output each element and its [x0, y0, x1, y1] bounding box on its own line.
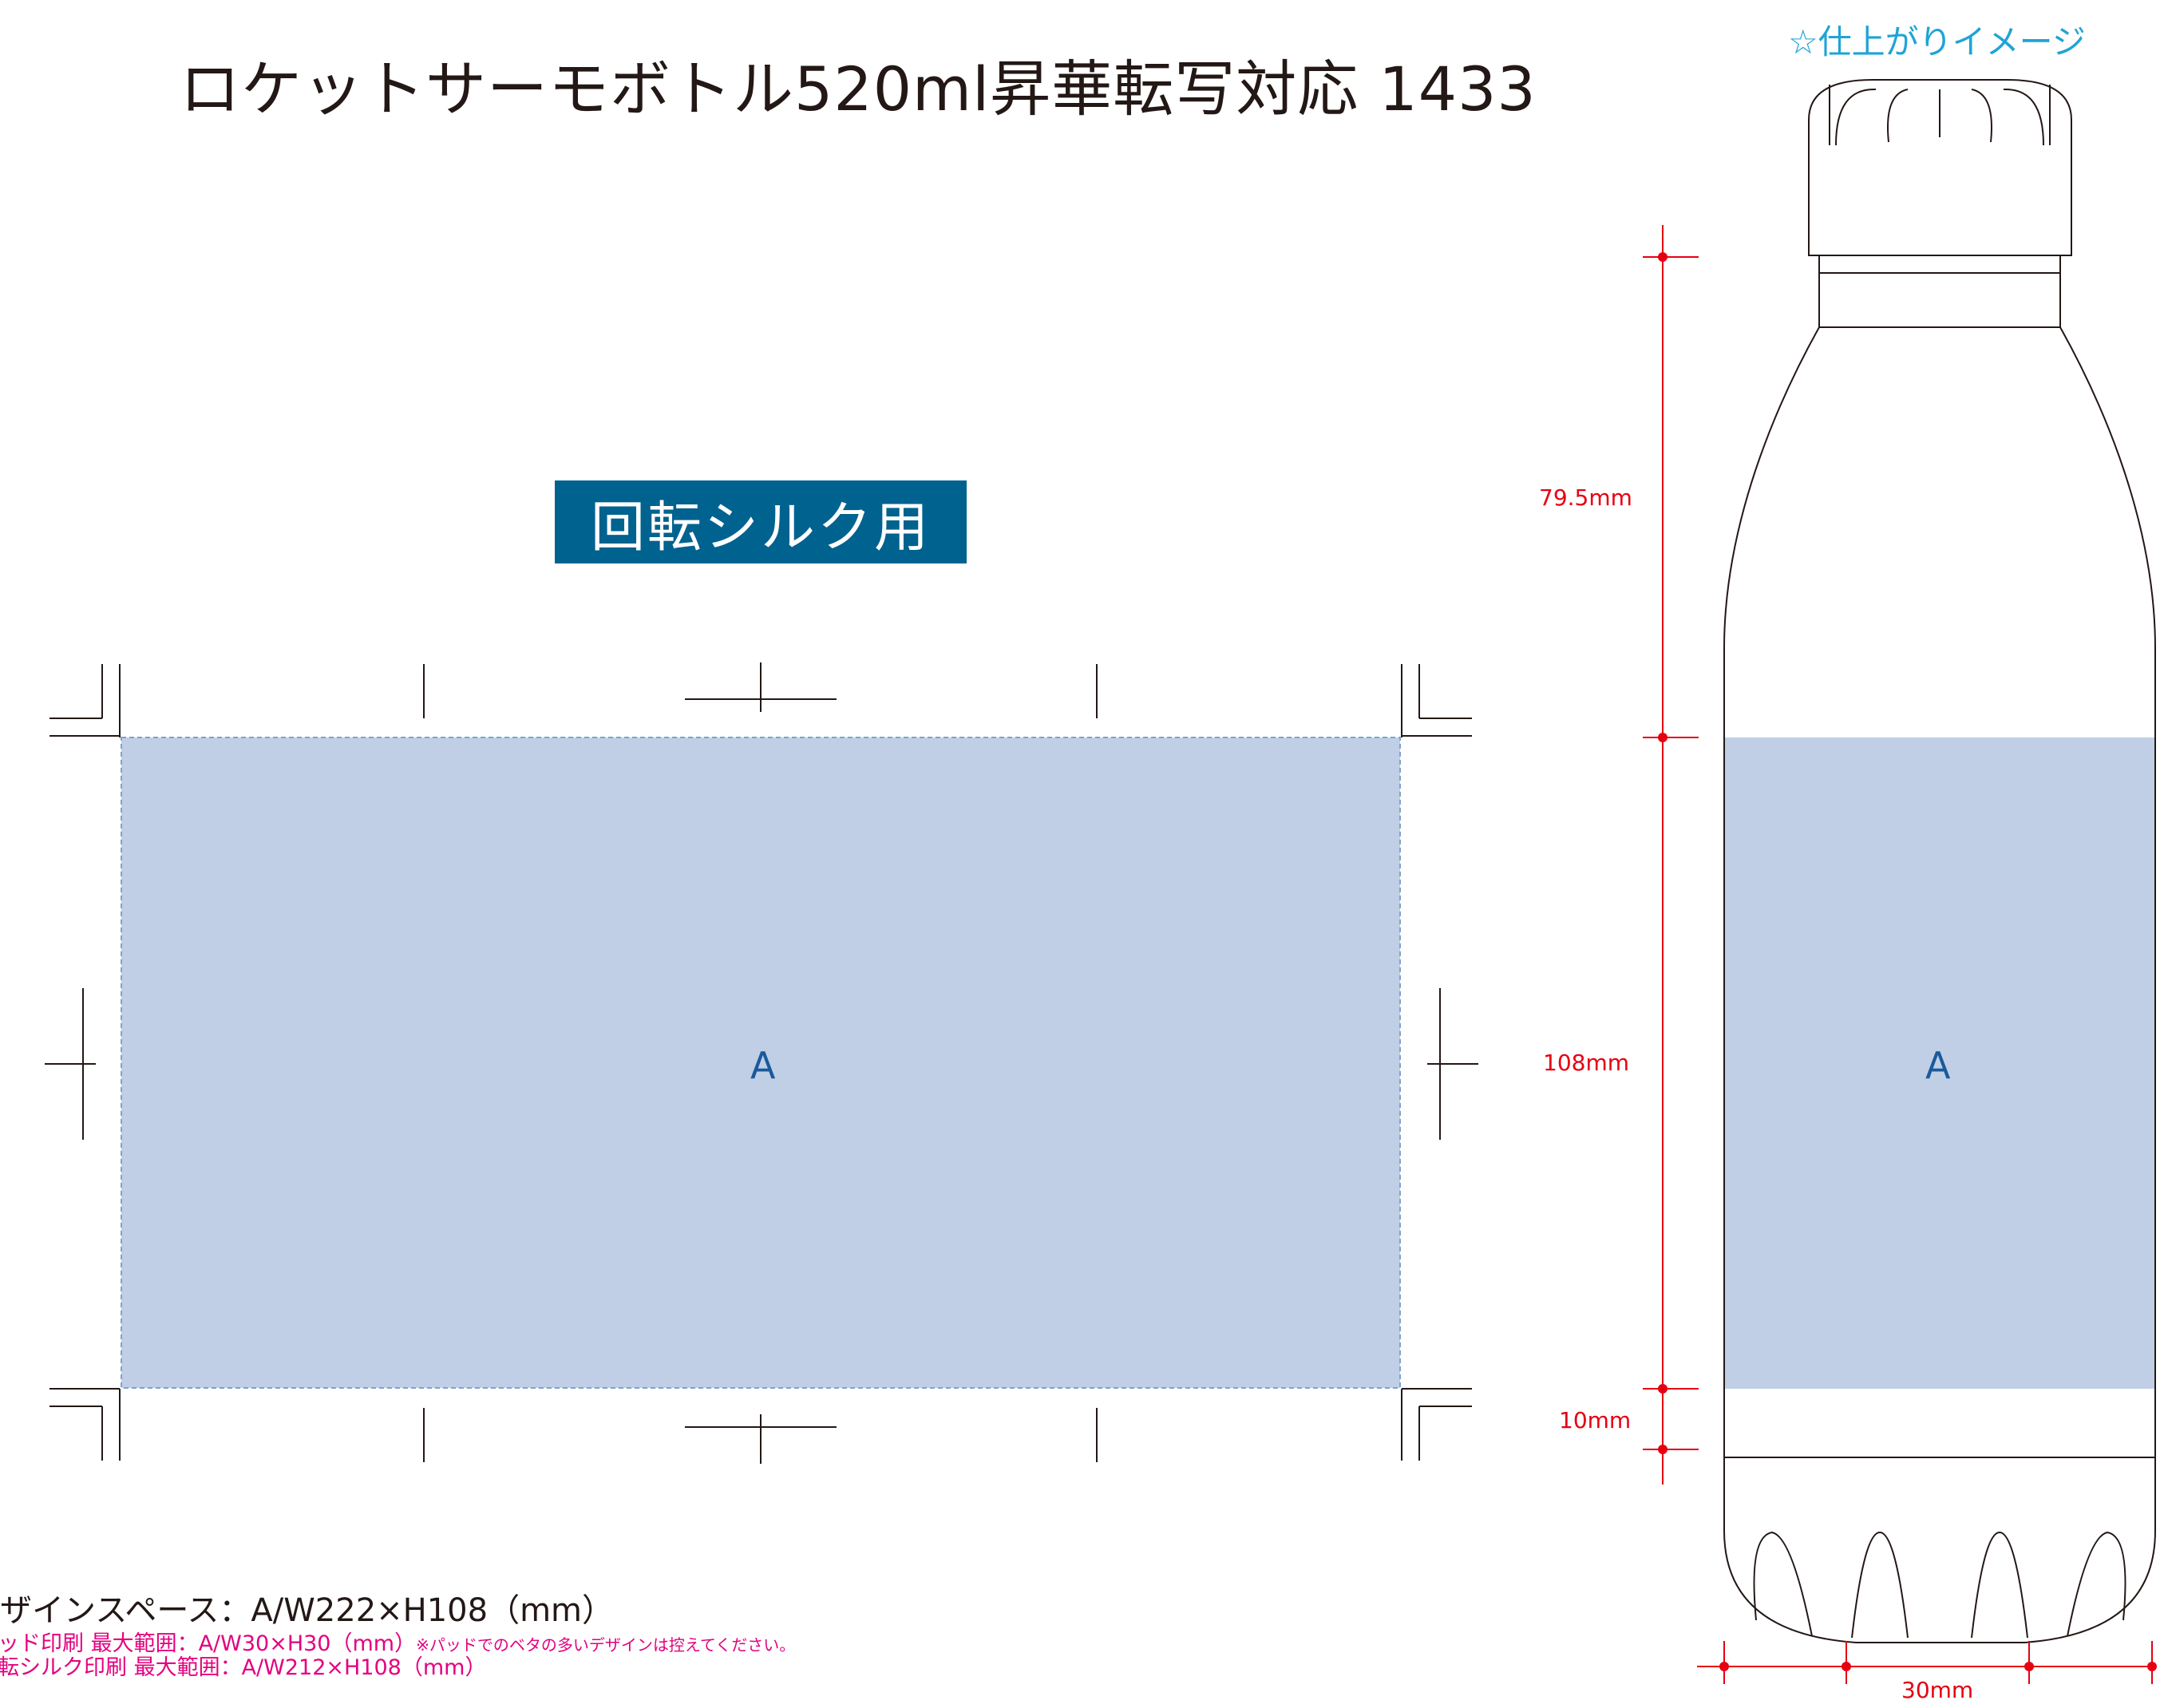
crop-marks: [45, 662, 1478, 1464]
design-area-a[interactable]: [121, 737, 1401, 1389]
pad-print-note: ※パッドでのベタの多いデザインは控えてください。: [416, 1635, 796, 1655]
preview-label: ☆仕上がりイメージ: [1788, 22, 2086, 61]
dimension-top-offset: 79.5mm: [1539, 484, 1632, 511]
print-method-badge: 回転シルク用: [555, 480, 967, 563]
dimension-print-height: 108mm: [1543, 1050, 1629, 1076]
pad-print-range: パッド印刷 最大範囲：A/W30×H30（mm）: [0, 1631, 417, 1656]
silk-print-spec: 回転シルク印刷 最大範囲：A/W212×H108（mm）: [0, 1655, 487, 1680]
dimension-width: 30mm: [1901, 1677, 1974, 1703]
bottle-print-area-a[interactable]: [1725, 737, 2154, 1389]
horizontal-dimension: [1697, 1641, 2157, 1684]
page-title: ロケットサーモボトル520ml昇華転写対応 1433: [180, 53, 1537, 125]
pad-print-spec: パッド印刷 最大範囲：A/W30×H30（mm）※パッドでのベタの多いデザインは…: [0, 1633, 795, 1655]
cap-ridge: [1835, 88, 1877, 146]
design-space-spec: デザインスペース：A/W222×H108（mm）: [0, 1592, 615, 1629]
vertical-dimension: [1643, 225, 1699, 1485]
design-area-label: A: [750, 1044, 776, 1087]
bottle-area-label: A: [1925, 1044, 1951, 1087]
dimension-bottom-offset: 10mm: [1559, 1407, 1632, 1433]
bottle-outline: [1723, 79, 2156, 1643]
